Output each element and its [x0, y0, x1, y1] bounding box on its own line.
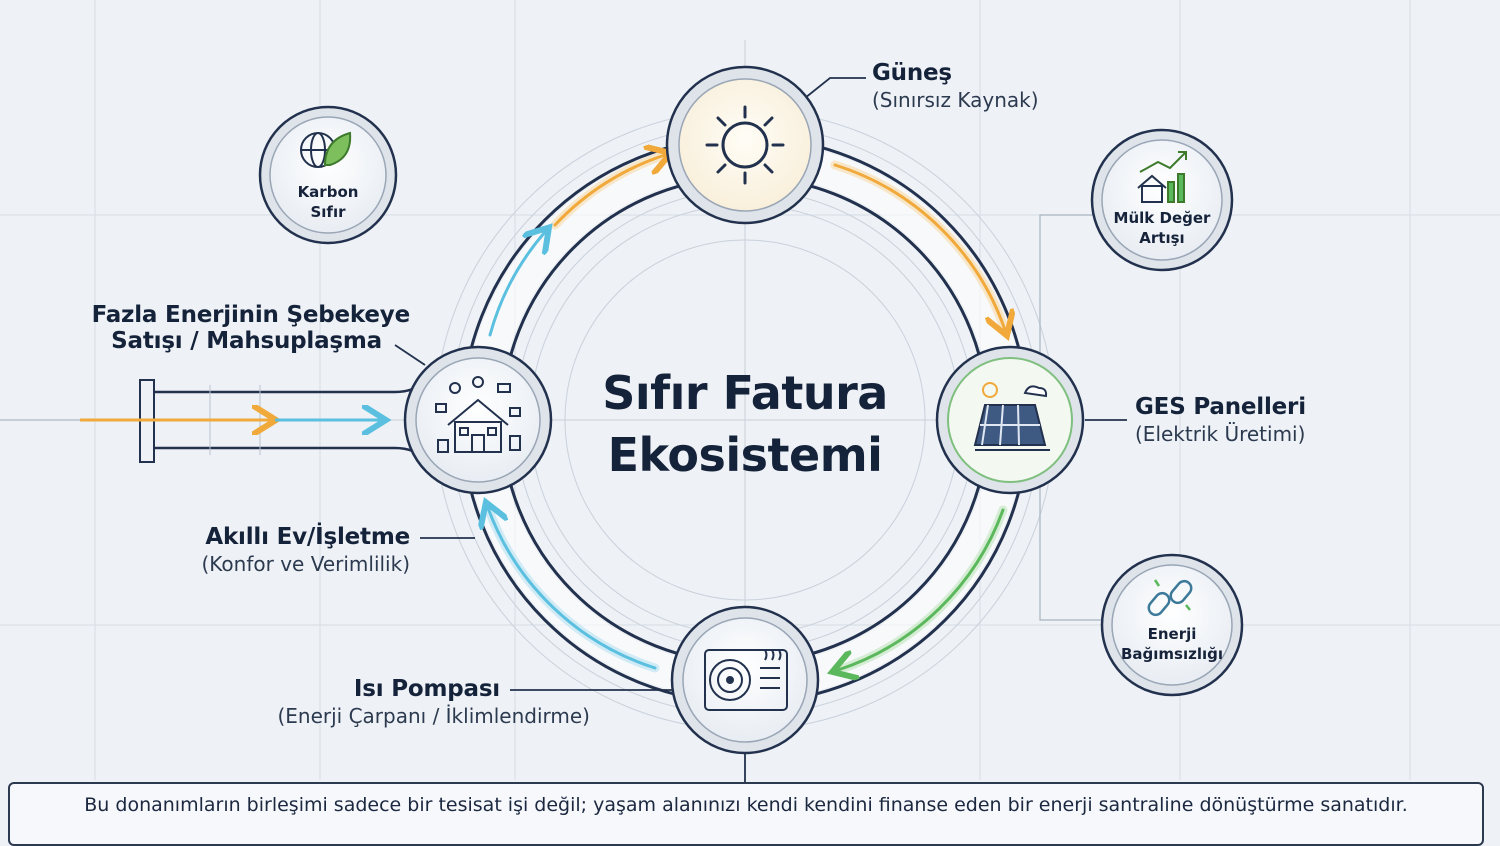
carbon-zero-badge: [258, 105, 398, 245]
footer-text: Bu donanımların birleşimi sadece bir tes…: [84, 794, 1408, 816]
smart-home-title: Akıllı Ev/İşletme: [205, 524, 410, 550]
sun-subtitle: (Sınırsız Kaynak): [872, 88, 1039, 112]
heat-pump-node: [670, 605, 820, 755]
heat-pump-subtitle: (Enerji Çarpanı / İklimlendirme): [277, 704, 590, 728]
heat-pump-title: Isı Pompası: [353, 676, 500, 702]
center-title: Sıfır Fatura Ekosistemi: [560, 362, 930, 486]
grid-sale-line2: Satışı / Mahsuplaşma: [111, 328, 382, 354]
smart-home-node: [403, 345, 553, 495]
center-title-line2: Ekosistemi: [607, 428, 883, 482]
smart-home-icon: [435, 376, 521, 453]
property-value-label: Mülk Değer Artışı: [1102, 208, 1222, 248]
property-line2: Artışı: [1139, 229, 1185, 247]
carbon-line2: Sıfır: [310, 203, 346, 221]
solar-panels-subtitle: (Elektrik Üretimi): [1135, 422, 1306, 446]
heat-pump-label: Isı Pompası (Enerji Çarpanı / İklimlendi…: [240, 676, 590, 728]
grid-pipe: [0, 379, 426, 463]
smart-home-label: Akıllı Ev/İşletme (Konfor ve Verimlilik): [150, 524, 411, 576]
carbon-zero-label: Karbon Sıfır: [278, 182, 378, 222]
carbon-line1: Karbon: [297, 183, 359, 201]
heat-pump-icon: [704, 649, 788, 711]
property-value-badge: [1090, 128, 1234, 272]
globe-leaf-icon: [300, 131, 352, 168]
sun-label: Güneş (Sınırsız Kaynak): [872, 60, 1039, 112]
solar-panels-label: GES Panelleri (Elektrik Üretimi): [1135, 394, 1306, 446]
center-title-line1: Sıfır Fatura: [602, 366, 888, 420]
broken-chain-icon: [1147, 579, 1193, 617]
footer-box: Bu donanımların birleşimi sadece bir tes…: [8, 782, 1484, 846]
ecosystem-diagram: [0, 40, 1244, 800]
smart-home-subtitle: (Konfor ve Verimlilik): [201, 552, 411, 576]
sun-icon: [705, 105, 785, 185]
energy-independence-label: Enerji Bağımsızlığı: [1112, 624, 1232, 664]
solar-panel-icon: [973, 382, 1050, 451]
sun-node: [665, 65, 825, 225]
energy-independence-badge: [1100, 553, 1244, 697]
solar-panels-node: [935, 345, 1085, 495]
independence-line2: Bağımsızlığı: [1120, 645, 1224, 663]
grid-sale-line1: Fazla Enerjinin Şebekeye: [91, 302, 411, 328]
solar-panels-title: GES Panelleri: [1135, 394, 1306, 420]
grid-sale-label: Fazla Enerjinin Şebekeye Satışı / Mahsup…: [80, 302, 411, 354]
independence-line1: Enerji: [1147, 625, 1197, 643]
sun-title: Güneş: [872, 60, 952, 86]
property-line1: Mülk Değer: [1113, 209, 1211, 227]
house-growth-icon: [1137, 151, 1187, 203]
